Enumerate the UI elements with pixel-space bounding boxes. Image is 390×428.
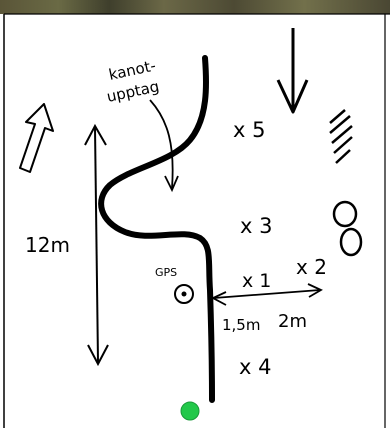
photo-strip	[0, 0, 390, 14]
distance-arrow-line	[213, 289, 321, 299]
direction-arrow-icon	[19, 103, 54, 173]
measure-12m-line	[94, 127, 99, 363]
label-12m: 12m	[25, 233, 70, 257]
point-x1: x 1	[242, 270, 271, 292]
point-x5: x 5	[233, 118, 265, 142]
measure-12m-arrowhead-top	[84, 123, 107, 146]
point-x4: x 4	[239, 355, 271, 379]
stone-lower-icon	[339, 227, 363, 257]
gps-target-center	[181, 291, 187, 297]
shoreline-path	[98, 55, 215, 403]
stone-upper-icon	[332, 200, 358, 228]
green-marker	[180, 401, 200, 421]
distance-arrow-left-head	[210, 291, 227, 306]
point-x3: x 3	[240, 214, 272, 238]
gps-target-icon	[174, 284, 194, 304]
label-1-5m: 1,5m	[222, 316, 260, 334]
hatch-marks	[329, 109, 353, 164]
flow-arrow-icon	[276, 79, 309, 114]
distance-arrow-right-head	[307, 283, 323, 298]
label-gps: GPS	[155, 266, 177, 279]
measure-12m-arrowhead-bottom	[87, 344, 109, 367]
label-2m: 2m	[278, 311, 307, 332]
point-x2: x 2	[296, 255, 327, 279]
kanot-pointer-line	[149, 99, 174, 189]
kanot-pointer-arrowhead	[164, 175, 179, 193]
